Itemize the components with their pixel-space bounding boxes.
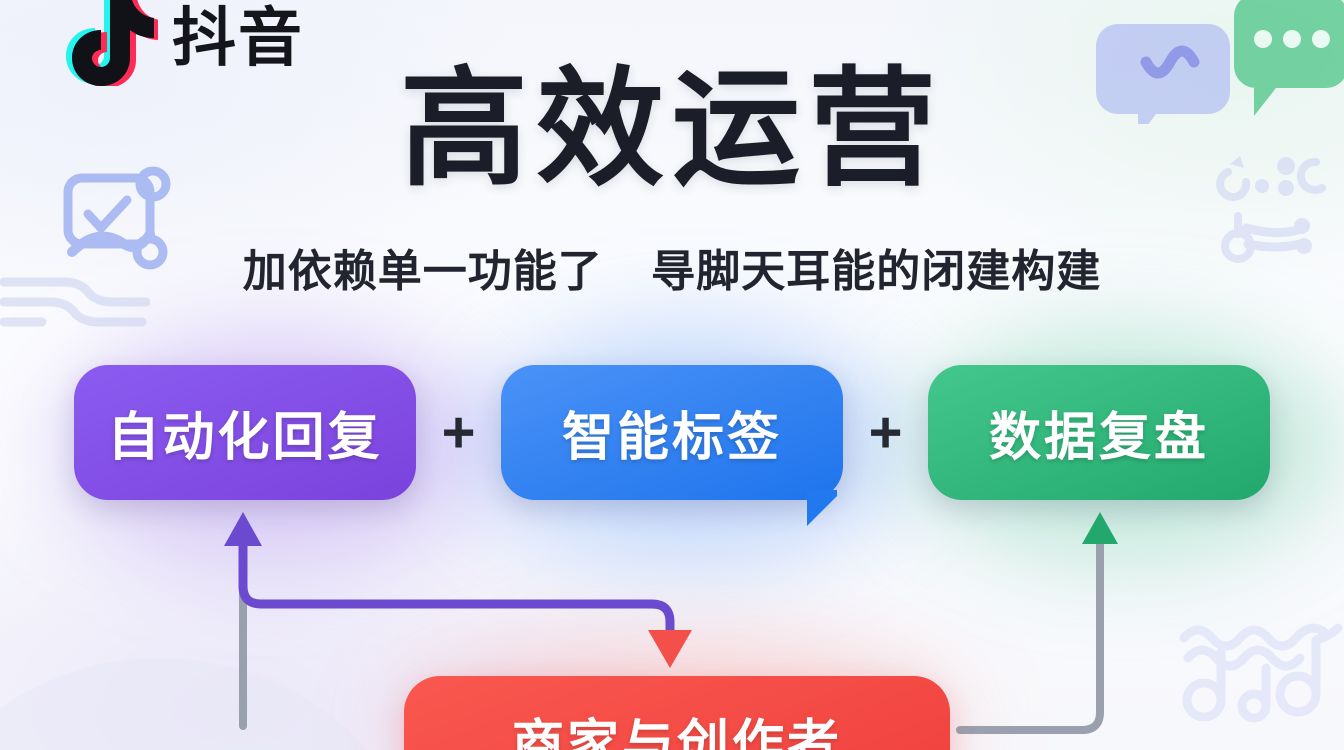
brand-name: 抖音 xyxy=(172,2,304,74)
page-title: 高效运营 xyxy=(399,58,944,201)
subtitle-left: 加依赖单一功能了 xyxy=(242,247,603,296)
bottom-target-label: 商家与创作者 xyxy=(511,716,842,750)
feature-pill-smart-tags[interactable]: 智能标签 xyxy=(501,365,843,526)
feature-pill-data-review[interactable]: 数据复盘 xyxy=(928,365,1270,500)
purple-up-arrowhead xyxy=(224,512,262,546)
feature-pill-label: 自动化回复 xyxy=(107,409,383,467)
gray-connector-line-right xyxy=(956,536,1104,734)
brand-lockup: 抖音 xyxy=(46,0,304,88)
feature-pill-auto-reply[interactable]: 自动化回复 xyxy=(74,365,416,500)
feature-pill-label: 数据复盘 xyxy=(988,409,1209,467)
subtitle: 加依赖单一功能了 㝵脚天耳能的闭建构建 xyxy=(0,244,1344,299)
bottom-target-card[interactable]: 商家与创作者 xyxy=(404,676,950,750)
green-up-arrowhead xyxy=(1082,512,1118,544)
feature-pill-row: 自动化回复 + 智能标签 + 数据复盘 xyxy=(0,365,1344,526)
purple-feedback-arrow-path xyxy=(238,540,675,639)
plus-separator-1: + xyxy=(441,399,476,465)
subtitle-right: 㝵脚天耳能的闭建构建 xyxy=(651,247,1102,296)
red-down-arrowhead xyxy=(648,630,692,668)
plus-separator-2: + xyxy=(868,399,903,465)
feature-pill-label: 智能标签 xyxy=(561,409,782,467)
douyin-music-note-logo xyxy=(46,0,160,88)
